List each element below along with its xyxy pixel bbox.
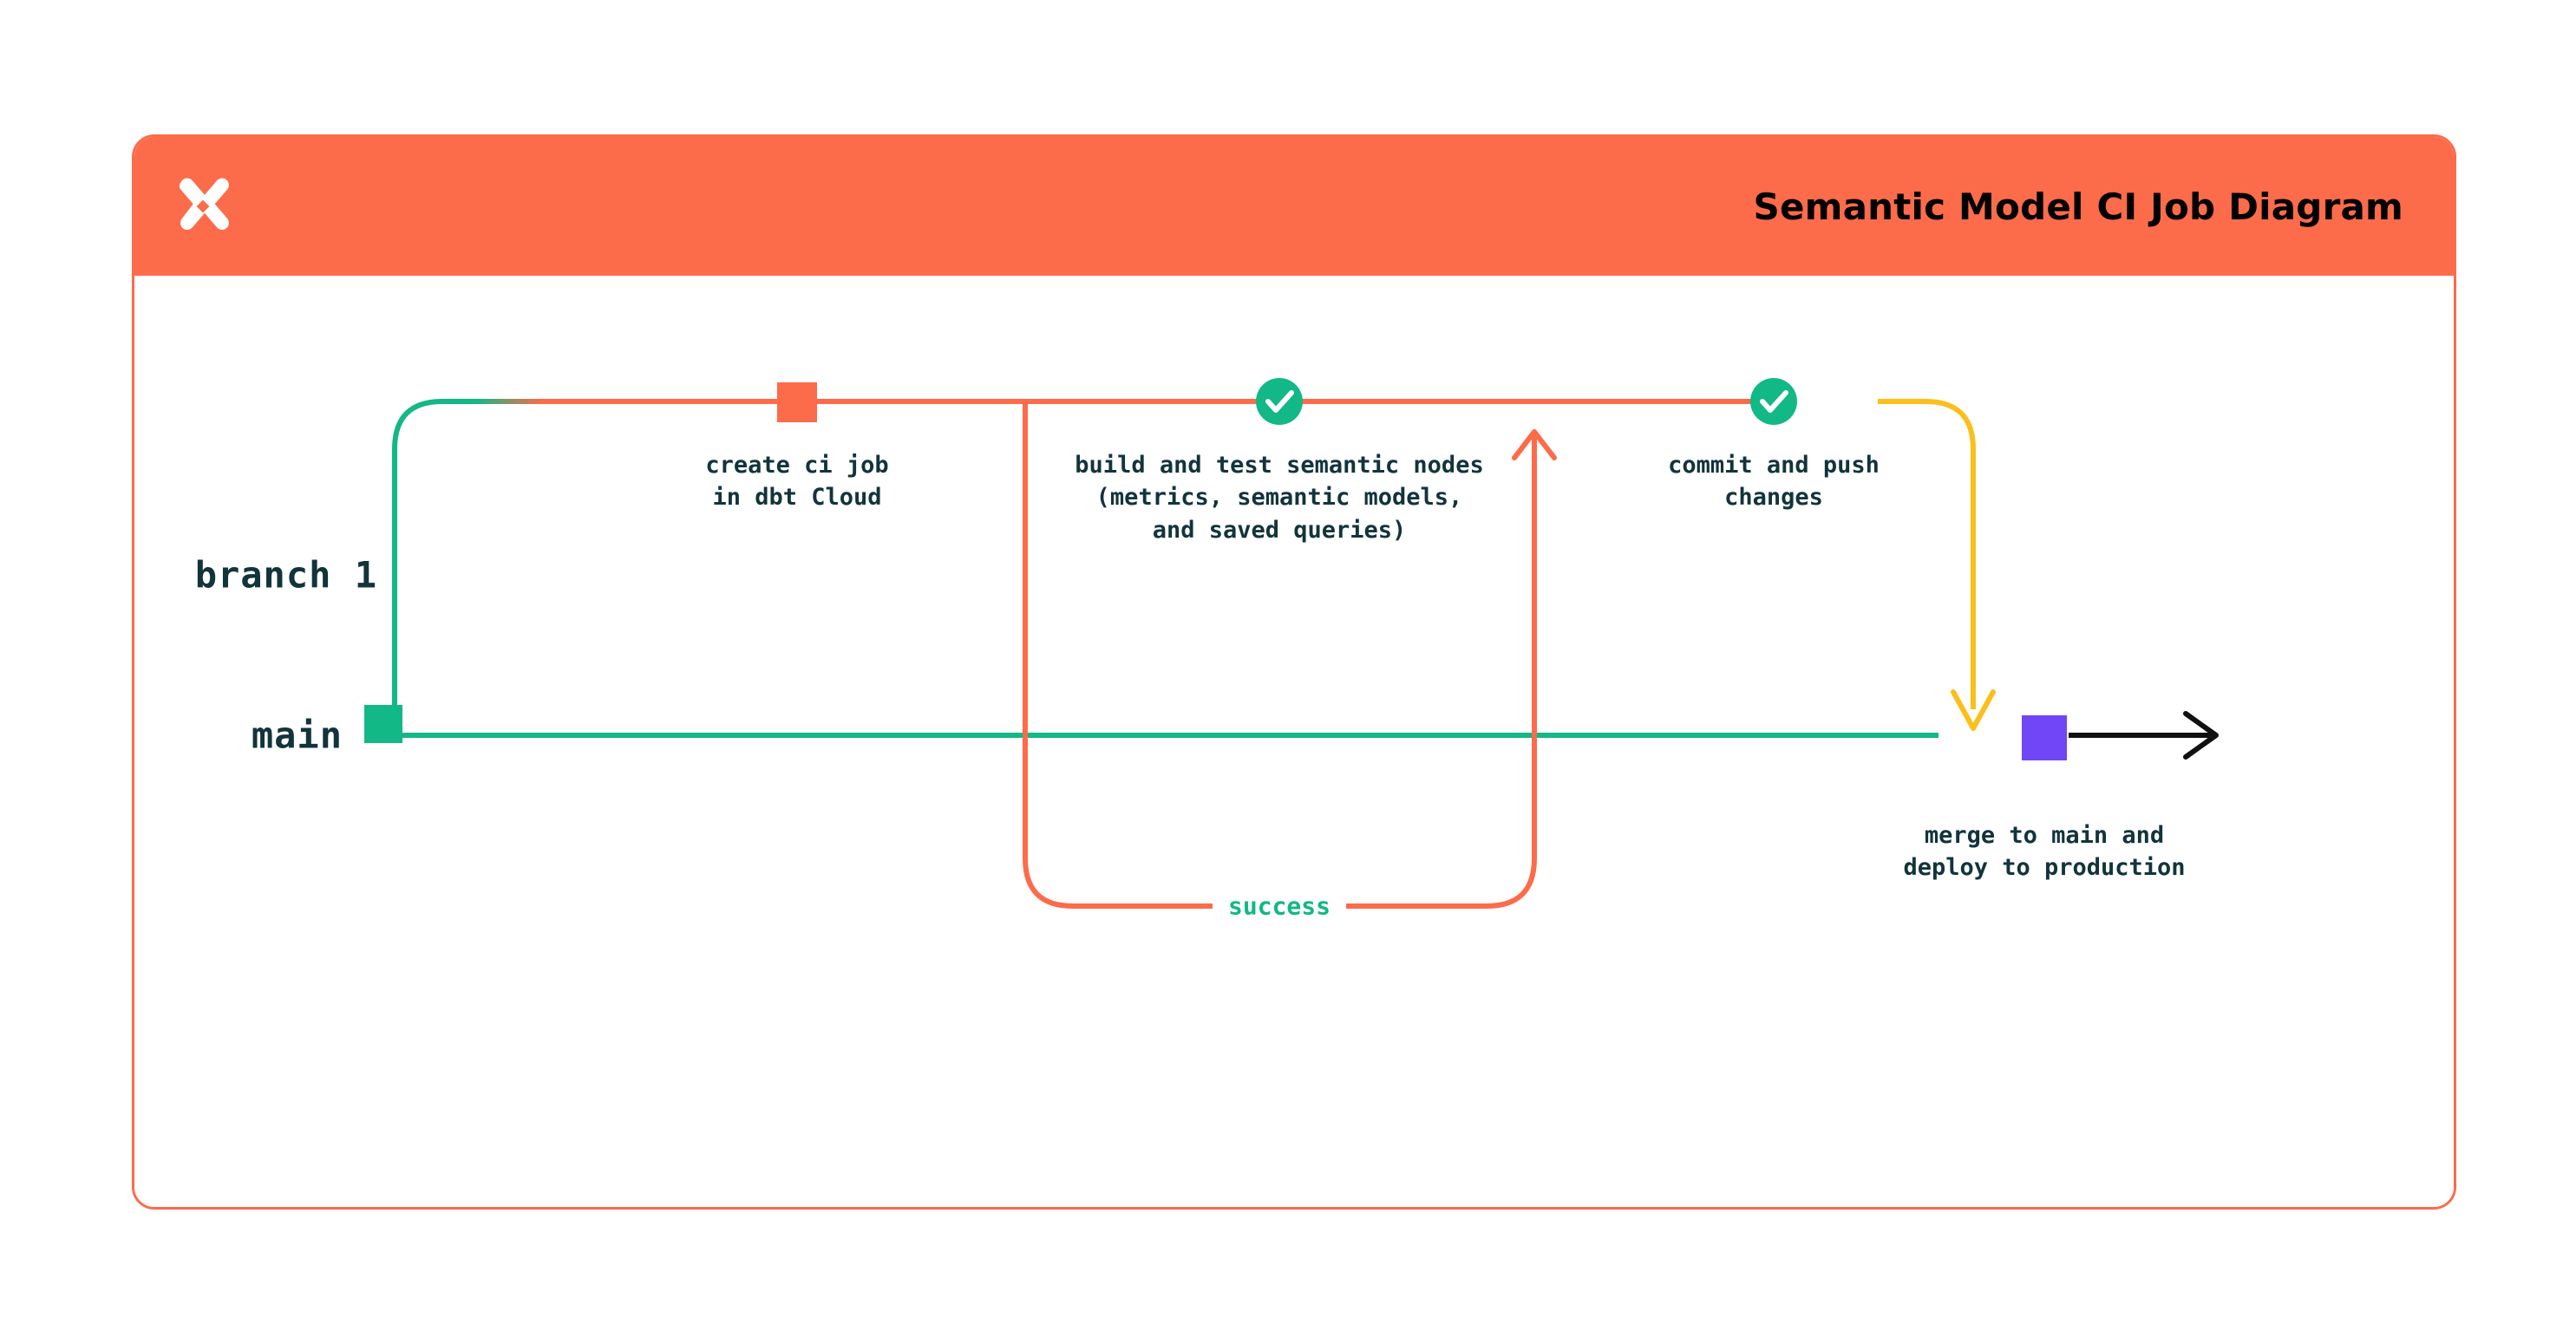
- check-icon: [1760, 390, 1788, 413]
- diagram-card: Semantic Model CI Job Diagram: [132, 134, 2456, 1210]
- lane-label-main: main: [251, 714, 343, 757]
- success-loop-arrowhead-icon: [1512, 429, 1557, 460]
- edge-label-success: success: [1212, 891, 1347, 921]
- node-main-start[interactable]: [364, 705, 402, 743]
- check-icon: [1265, 390, 1294, 413]
- node-commit-and-push[interactable]: [1750, 378, 1797, 425]
- node-build-and-test[interactable]: [1256, 378, 1303, 425]
- merge-back-edge: [1878, 399, 1976, 709]
- branch-flow-diagram: [364, 378, 2219, 909]
- node-label-merge-to-main: merge to main and deploy to production: [1903, 822, 2186, 882]
- node-label-build-and-test: build and test semantic nodes (metrics, …: [1075, 452, 1484, 544]
- branch-off-edge: [392, 399, 542, 735]
- production-arrowhead-icon: [2183, 711, 2219, 760]
- node-label-create-ci-job: create ci job in dbt Cloud: [705, 452, 889, 512]
- page-title: Semantic Model CI Job Diagram: [1753, 185, 2403, 228]
- card-body: branch 1 main create ci job in dbt Cloud…: [134, 276, 2454, 1207]
- node-create-ci-job[interactable]: [777, 382, 817, 422]
- node-label-commit-and-push: commit and push changes: [1668, 452, 1880, 512]
- card-header: Semantic Model CI Job Diagram: [134, 137, 2454, 276]
- dbt-x-logo-icon: [179, 178, 229, 231]
- merge-back-arrowhead-icon: [1951, 689, 1996, 731]
- lane-label-branch1: branch 1: [194, 553, 377, 597]
- node-merge-to-main[interactable]: [2022, 715, 2067, 760]
